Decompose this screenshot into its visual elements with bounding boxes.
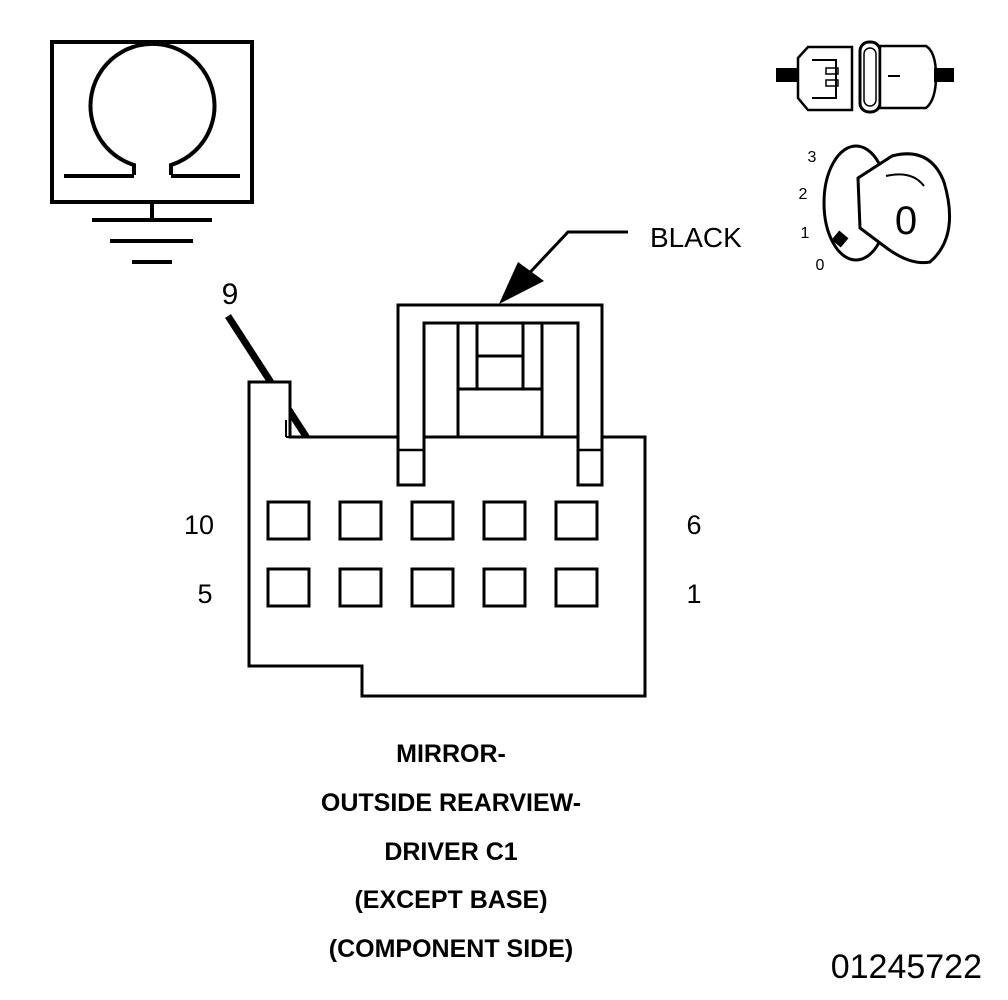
connector-color-label: BLACK [650,222,742,253]
probe-pin-label: 9 [222,278,239,311]
connector-caption: MIRROR- OUTSIDE REARVIEW- DRIVER C1 (EXC… [321,740,581,963]
figure-id: 01245722 [831,948,982,986]
caption-line-2: OUTSIDE REARVIEW- [321,789,581,817]
terminal-cavity [410,500,455,541]
terminal-cavity [554,567,599,608]
ignition-key-label: 0 [895,199,917,243]
ignition-position-0: 0 [816,257,825,274]
terminal-cavities [266,500,599,608]
caption-line-5: (COMPONENT SIDE) [329,935,573,963]
ignition-position-2: 2 [799,186,808,203]
ignition-position-3: 3 [808,149,817,166]
ignition-key-off-icon: 3 2 1 0 0 [799,144,951,274]
color-leader-arrow [499,230,628,304]
caption-line-1: MIRROR- [396,740,506,768]
ohmmeter-to-ground-icon [50,40,254,264]
terminal-cavity [554,500,599,541]
ignition-position-1: 1 [801,225,810,242]
pin-label-1: 1 [686,579,701,609]
terminal-cavity [482,500,527,541]
terminal-cavity [338,567,383,608]
pin-label-5: 5 [197,579,212,609]
caption-line-3: DRIVER C1 [384,838,517,866]
pin-label-6: 6 [686,510,701,540]
pin-label-10: 10 [184,510,214,540]
terminal-cavity [410,567,455,608]
caption-line-4: (EXCEPT BASE) [354,886,547,914]
terminal-cavity [482,567,527,608]
terminal-cavity [266,500,311,541]
connector-disconnect-icon [776,40,954,114]
terminal-cavity [266,567,311,608]
terminal-cavity [338,500,383,541]
